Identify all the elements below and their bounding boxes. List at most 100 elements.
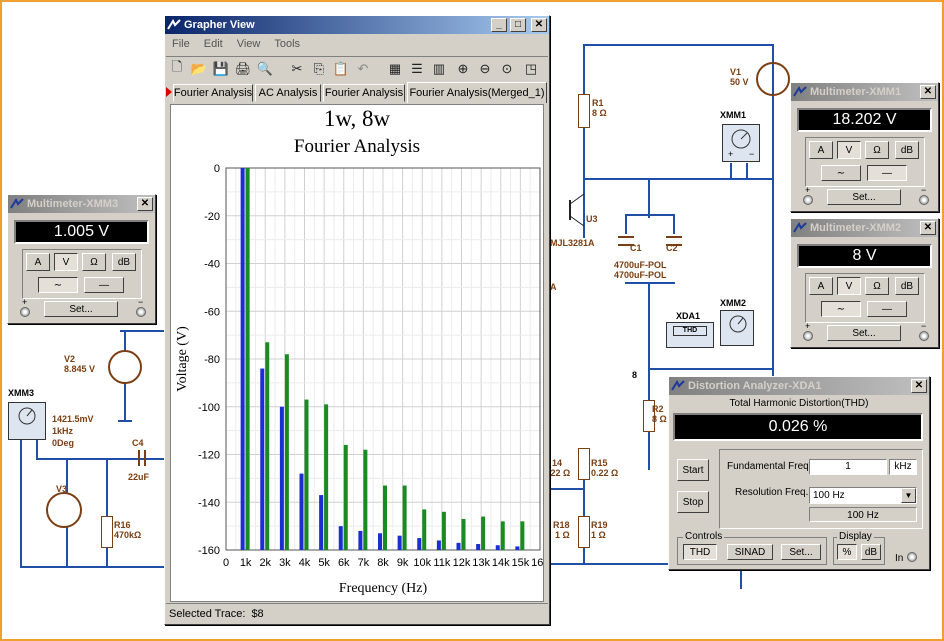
- zoom-out-icon[interactable]: ⊖: [479, 61, 491, 76]
- dc-mode-button[interactable]: —: [84, 277, 124, 293]
- plus-terminal[interactable]: [803, 331, 813, 341]
- multimeter-xmm2-titlebar[interactable]: Multimeter-XMM2 ✕: [791, 219, 938, 237]
- db-display-button[interactable]: dB: [861, 544, 881, 560]
- fourier-bar: [500, 521, 505, 550]
- save-icon[interactable]: 💾: [212, 61, 230, 76]
- input-terminal[interactable]: [907, 552, 917, 562]
- r19-label: R19: [591, 520, 608, 530]
- ac-mode-button[interactable]: ∼: [821, 301, 861, 317]
- xmm3-instrument-symbol[interactable]: [8, 402, 46, 440]
- cursors-icon[interactable]: ▥: [432, 61, 446, 76]
- button-panel: [805, 137, 925, 187]
- tab-fourier-analysis-1[interactable]: Fourier Analysis: [173, 84, 253, 102]
- zoom-in-icon[interactable]: ⊕: [457, 61, 469, 76]
- menu-tools[interactable]: Tools: [274, 38, 301, 50]
- fourier-bar: [481, 516, 486, 550]
- set-button[interactable]: Set...: [827, 325, 901, 341]
- set-button[interactable]: Set...: [827, 189, 901, 205]
- resolution-freq-readout: 100 Hz: [809, 507, 917, 522]
- legend-icon[interactable]: ☰: [411, 61, 423, 76]
- maximize-button[interactable]: □: [510, 18, 526, 32]
- dc-mode-button[interactable]: —: [867, 165, 907, 181]
- grapher-titlebar[interactable]: Grapher View _ □ ✕: [165, 16, 549, 34]
- ohmmeter-mode-button[interactable]: Ω: [865, 277, 889, 295]
- multimeter-xmm3-titlebar[interactable]: Multimeter-XMM3 ✕: [8, 195, 155, 213]
- wire: [583, 44, 585, 114]
- print-icon[interactable]: 🖨: [234, 61, 252, 76]
- fundamental-freq-input[interactable]: 1: [809, 459, 887, 475]
- menu-edit[interactable]: Edit: [203, 38, 223, 50]
- dc-mode-button[interactable]: —: [867, 301, 907, 317]
- open-icon[interactable]: 📂: [190, 61, 208, 76]
- resolution-freq-label: Resolution Freq.: [735, 487, 809, 498]
- set-button[interactable]: Set...: [781, 544, 821, 560]
- plus-terminal[interactable]: [20, 307, 30, 317]
- r19-value: 1 Ω: [591, 530, 606, 540]
- sinad-mode-button[interactable]: SINAD: [727, 544, 773, 560]
- decibel-mode-button[interactable]: dB: [112, 253, 136, 271]
- ac-mode-button[interactable]: ∼: [821, 165, 861, 181]
- copy-icon[interactable]: ⎘: [313, 61, 325, 76]
- tab-fourier-analysis-merged[interactable]: Fourier Analysis(Merged_1): [407, 82, 547, 103]
- print-preview-icon[interactable]: 🔍: [256, 61, 274, 76]
- x-axis-label: Frequency (Hz): [339, 581, 428, 596]
- minus-terminal[interactable]: [919, 195, 929, 205]
- ammeter-mode-button[interactable]: A: [809, 277, 833, 295]
- decibel-mode-button[interactable]: dB: [895, 277, 919, 295]
- tab-scroll-arrow-icon[interactable]: [166, 87, 172, 97]
- minus-terminal[interactable]: [919, 331, 929, 341]
- xmm1-instrument-symbol[interactable]: +−: [722, 124, 760, 162]
- x-tick-label: 8k: [377, 557, 389, 569]
- zoom-area-icon[interactable]: ⊙: [501, 61, 513, 76]
- grid-icon[interactable]: ▦: [388, 61, 402, 76]
- start-button[interactable]: Start: [677, 459, 709, 481]
- c4-plate: [144, 450, 146, 466]
- close-button[interactable]: ✕: [920, 85, 936, 99]
- menu-view[interactable]: View: [236, 38, 261, 50]
- toolbar-divider: [166, 56, 548, 57]
- fourier-bar: [304, 399, 309, 550]
- resolution-freq-select[interactable]: 100 Hz ▼: [809, 487, 917, 504]
- multimeter-xmm1-titlebar[interactable]: Multimeter-XMM1 ✕: [791, 83, 938, 101]
- tab-fourier-analysis-2[interactable]: Fourier Analysis: [323, 84, 405, 102]
- set-button[interactable]: Set...: [44, 301, 118, 317]
- cut-icon[interactable]: ✂: [291, 61, 303, 76]
- overlay-traces-icon[interactable]: ◳: [524, 61, 538, 76]
- stop-button[interactable]: Stop: [677, 491, 709, 513]
- c2-plate: [666, 236, 682, 238]
- paste-icon[interactable]: 📋: [332, 61, 350, 76]
- undo-icon[interactable]: ↶: [357, 61, 369, 76]
- menu-file[interactable]: File: [172, 38, 190, 50]
- multisim-app-icon: [793, 222, 807, 233]
- voltmeter-mode-button[interactable]: V: [54, 253, 78, 271]
- thd-mode-button[interactable]: THD: [683, 544, 717, 560]
- xmm2-instrument-symbol[interactable]: [720, 310, 754, 346]
- xda1-instrument-symbol[interactable]: THD: [666, 322, 714, 348]
- voltmeter-mode-button[interactable]: V: [837, 141, 861, 159]
- close-button[interactable]: ✕: [531, 18, 547, 32]
- x-tick-label: 15k: [512, 557, 530, 569]
- plus-terminal[interactable]: [803, 195, 813, 205]
- decibel-mode-button[interactable]: dB: [895, 141, 919, 159]
- c2-label: C2: [666, 243, 678, 253]
- ac-mode-button[interactable]: ∼: [38, 277, 78, 293]
- y-tick-label: -100: [198, 402, 220, 414]
- ammeter-mode-button[interactable]: A: [26, 253, 50, 271]
- new-icon[interactable]: 🗋: [171, 59, 183, 74]
- ohmmeter-mode-button[interactable]: Ω: [865, 141, 889, 159]
- r1-label: R1: [592, 98, 604, 108]
- ammeter-mode-button[interactable]: A: [809, 141, 833, 159]
- chevron-down-icon[interactable]: ▼: [901, 488, 916, 503]
- percent-display-button[interactable]: %: [837, 544, 857, 560]
- minus-terminal[interactable]: [136, 307, 146, 317]
- close-button[interactable]: ✕: [920, 221, 936, 235]
- fundamental-freq-unit[interactable]: kHz: [889, 459, 917, 475]
- distortion-analyzer-titlebar[interactable]: Distortion Analyzer-XDA1 ✕: [669, 377, 929, 395]
- voltmeter-mode-button[interactable]: V: [837, 277, 861, 295]
- meter-icon: +−: [728, 129, 754, 159]
- minimize-button[interactable]: _: [491, 18, 507, 32]
- close-button[interactable]: ✕: [911, 379, 927, 393]
- close-button[interactable]: ✕: [137, 197, 153, 211]
- tab-ac-analysis[interactable]: AC Analysis: [255, 84, 321, 102]
- ohmmeter-mode-button[interactable]: Ω: [82, 253, 106, 271]
